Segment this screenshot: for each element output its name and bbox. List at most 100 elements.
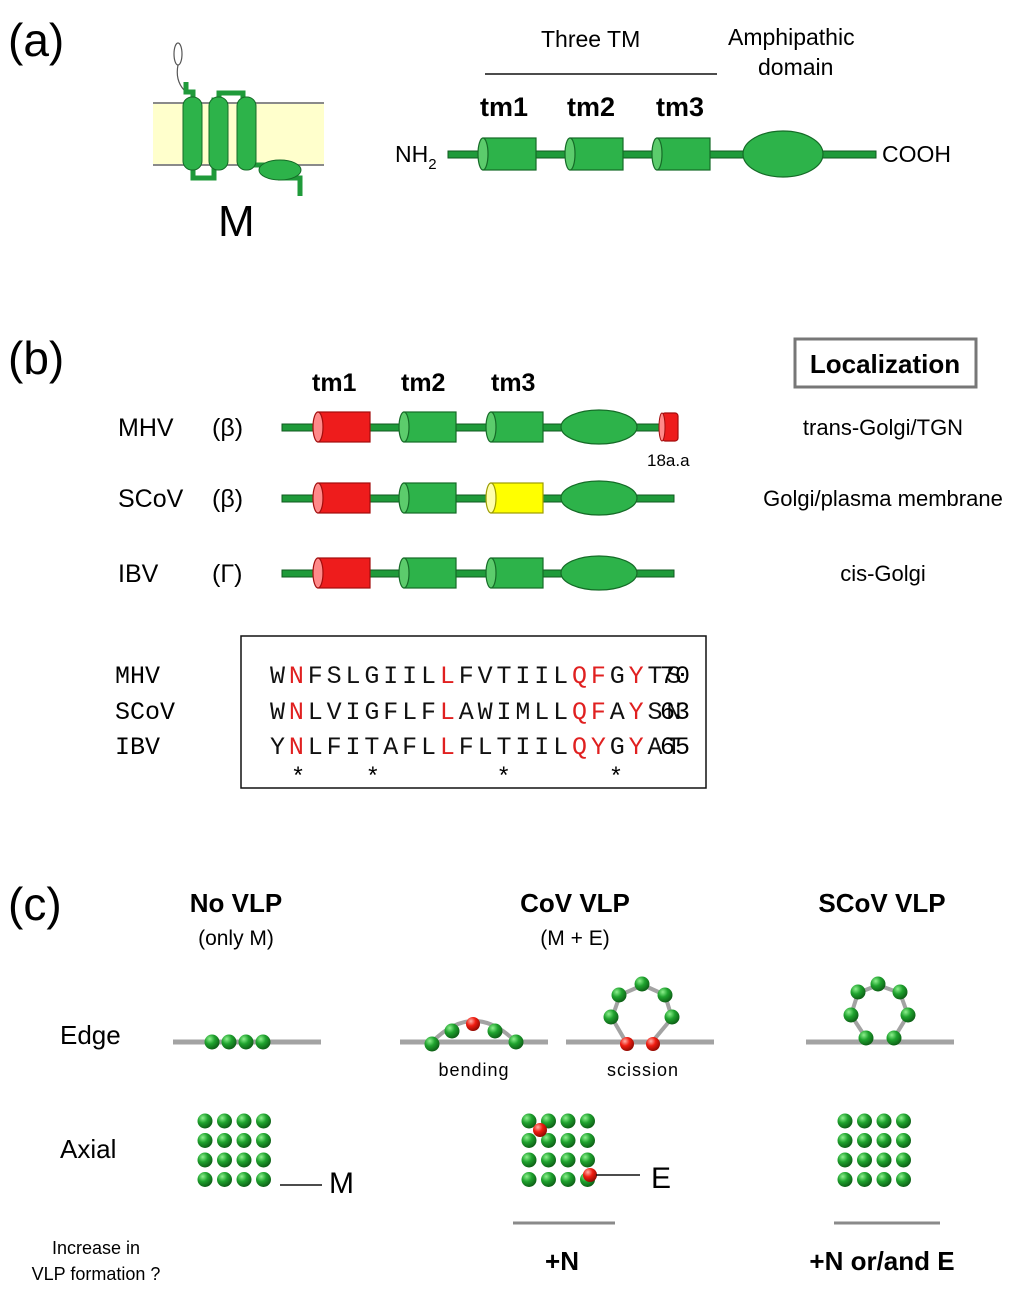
m-protein-sphere — [217, 1113, 232, 1129]
m-protein-sphere — [236, 1152, 252, 1168]
conservation-asterisk: * — [366, 765, 380, 792]
m-protein-sphere — [837, 1113, 853, 1129]
e-protein-sphere — [533, 1123, 547, 1137]
m-protein-sphere — [256, 1133, 271, 1148]
localization-value: Golgi/plasma membrane — [763, 486, 1003, 511]
m-protein-sphere — [870, 976, 886, 992]
m-protein-sphere — [521, 1152, 537, 1168]
tm-helix-1 — [182, 96, 203, 171]
m-protein-sphere — [858, 1030, 874, 1046]
m-protein-sphere — [857, 1133, 872, 1148]
m-protein-sphere — [197, 1152, 213, 1168]
virus-name: SCoV — [118, 485, 184, 513]
c-terminal-tail-cylinder — [658, 412, 679, 442]
panel-b-label: (b) — [8, 332, 64, 384]
nh2-label: NH2 — [395, 141, 437, 173]
m-protein-sphere — [541, 1152, 556, 1168]
m-protein-sphere — [857, 1172, 872, 1187]
e-label: E — [651, 1162, 671, 1195]
tm3-green-cylinder — [485, 411, 544, 443]
tm1-red-cylinder — [312, 482, 371, 514]
increase-line1: Increase in — [52, 1238, 140, 1258]
protein-spheres — [197, 976, 916, 1187]
tm3-cylinder — [651, 137, 711, 171]
m-protein-sphere — [508, 1034, 524, 1050]
panel-a: (a) M Three TM Amphipathic domain tm1 tm… — [8, 14, 951, 246]
amphipathic-domain-ellipse — [560, 409, 638, 445]
e-protein-sphere — [583, 1168, 597, 1182]
panel-a-label: (a) — [8, 14, 64, 66]
m-protein-sphere — [876, 1133, 892, 1148]
m-protein-sphere — [560, 1152, 576, 1168]
m-protein-sphere — [521, 1133, 537, 1148]
m-protein-sphere — [560, 1133, 576, 1148]
tm2-green-cylinder — [398, 557, 457, 589]
col-no-vlp-subtitle: (only M) — [198, 927, 274, 950]
amphipathic-domain-ellipse — [742, 130, 824, 178]
m-protein-sphere — [896, 1133, 911, 1148]
tm2-green-cylinder — [398, 411, 457, 443]
protein-letter-m: M — [218, 197, 255, 246]
amphipathic-domain-ellipse — [560, 555, 638, 591]
m-protein-sphere — [876, 1152, 892, 1168]
m-protein-sphere — [236, 1172, 252, 1187]
m-protein-sphere — [857, 1113, 872, 1129]
m-protein-sphere — [217, 1152, 232, 1168]
plus-n-e-label: +N or/and E — [809, 1246, 954, 1276]
virus-name: IBV — [118, 560, 159, 588]
m-protein-sphere — [857, 1152, 872, 1168]
m-protein-sphere — [217, 1133, 232, 1148]
tm3-green-cylinder — [485, 557, 544, 589]
virus-name: MHV — [118, 414, 174, 442]
m-protein-sphere — [236, 1113, 252, 1129]
m-protein-sphere — [221, 1034, 237, 1050]
m-protein-sphere — [541, 1172, 556, 1187]
col-scov-vlp-title: SCoV VLP — [818, 888, 945, 918]
tm2-cylinder — [564, 137, 624, 171]
m-label: M — [329, 1167, 354, 1200]
m-protein-sphere — [580, 1152, 595, 1168]
m-protein-sphere — [850, 984, 866, 1000]
alignment-end-position: 65 — [660, 733, 690, 762]
m-protein-sphere — [541, 1133, 556, 1148]
m-protein-sphere — [837, 1133, 853, 1148]
virus-row-ibv: IBV(Γ)cis-Golgi — [118, 555, 926, 591]
tm1-red-cylinder — [312, 411, 371, 443]
b-tm3-label: tm3 — [491, 369, 535, 397]
panel-c-label: (c) — [8, 878, 62, 930]
m-protein-sphere — [896, 1172, 911, 1187]
membrane-topology-diagram: M — [153, 42, 324, 246]
localization-header-box — [793, 337, 978, 389]
domain-backbone — [281, 494, 675, 503]
m-protein-sphere — [217, 1172, 232, 1187]
tm-helix-3 — [236, 96, 257, 171]
scission-label: scission — [607, 1060, 679, 1080]
virus-domain-rows: MHV(β)trans-Golgi/TGNSCoV(β)Golgi/plasma… — [118, 409, 1003, 591]
m-protein-sphere — [876, 1172, 892, 1187]
m-protein-sphere — [238, 1034, 254, 1050]
m-protein-sphere — [892, 984, 908, 1000]
m-protein-sphere — [424, 1036, 440, 1052]
alignment-end-position: 63 — [660, 698, 690, 727]
row-edge-label: Edge — [60, 1020, 121, 1050]
m-protein-sphere — [837, 1152, 853, 1168]
plus-n-label: +N — [545, 1246, 579, 1276]
m-protein-sphere — [255, 1034, 271, 1050]
panel-b: (b) Localization tm1 tm2 tm3 MHV(β)trans… — [8, 332, 1003, 792]
m-protein-sphere — [900, 1007, 916, 1023]
glycan-icon — [173, 42, 183, 66]
m-protein-sphere — [444, 1023, 460, 1039]
localization-header: Localization — [810, 349, 960, 379]
m-protein-sphere — [837, 1172, 853, 1187]
col-cov-vlp-title: CoV VLP — [520, 888, 630, 918]
m-protein-sphere — [521, 1172, 537, 1187]
domain-backbone — [281, 569, 675, 578]
amphipathic-blob — [258, 159, 302, 181]
m-protein-sphere — [197, 1113, 213, 1129]
cooh-label: COOH — [882, 141, 951, 167]
virus-row-scov: SCoV(β)Golgi/plasma membrane — [118, 480, 1003, 516]
e-protein-sphere — [646, 1037, 660, 1051]
